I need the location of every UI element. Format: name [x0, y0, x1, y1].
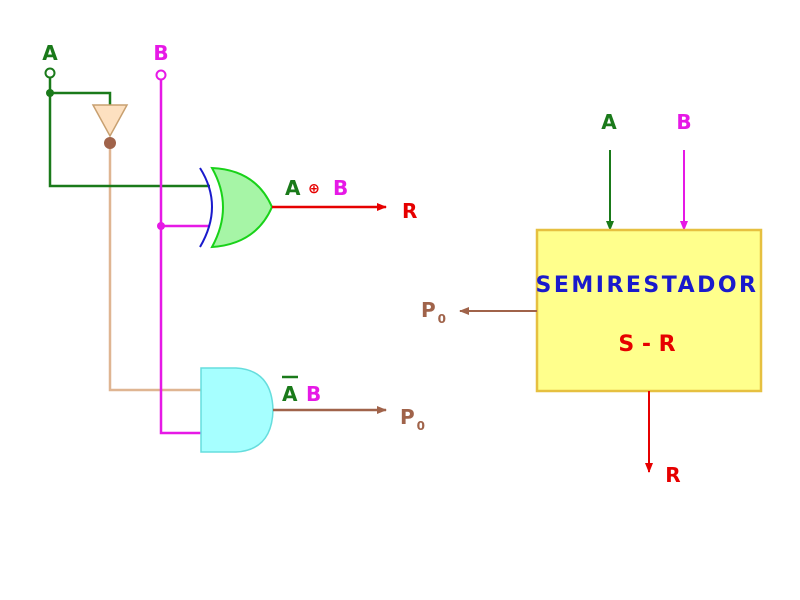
- semirestador-title: SEMIRESTADOR: [536, 273, 759, 298]
- a-to-not-wire: [50, 91, 112, 105]
- and-gate: [200, 367, 274, 453]
- input-a-wire: [48, 78, 210, 188]
- block-output-p-main: P: [421, 298, 436, 322]
- input-b-terminal: [155, 69, 167, 81]
- xor-label-a: A: [285, 176, 301, 200]
- not-gate-bubble: [104, 137, 116, 149]
- and-label-a: A: [282, 382, 298, 406]
- block-output-r-label: R: [665, 463, 680, 487]
- input-b-label: B: [153, 41, 168, 65]
- and-label-b: B: [306, 382, 321, 406]
- xor-label-op: ⊕: [308, 181, 320, 197]
- xor-gate: [210, 166, 274, 249]
- not-output-wire: [108, 143, 205, 392]
- junction-b: [157, 222, 165, 230]
- and-output-label-main: P: [400, 405, 415, 429]
- junction-a: [46, 89, 54, 97]
- input-a-label: A: [42, 41, 58, 65]
- semirestador-box: [535, 228, 763, 393]
- semirestador-subtitle: S - R: [618, 332, 675, 357]
- block-output-p-sub: 0: [438, 312, 446, 326]
- input-a-terminal: [44, 67, 56, 79]
- xor-label-b: B: [333, 176, 348, 200]
- and-output-label-sub: 0: [417, 419, 425, 433]
- xor-extra-curve: [199, 167, 213, 248]
- block-input-b-label: B: [676, 110, 691, 134]
- xor-output-label: R: [402, 199, 417, 223]
- block-input-a-label: A: [601, 110, 617, 134]
- not-gate: [91, 104, 129, 138]
- input-b-wire: [159, 80, 205, 435]
